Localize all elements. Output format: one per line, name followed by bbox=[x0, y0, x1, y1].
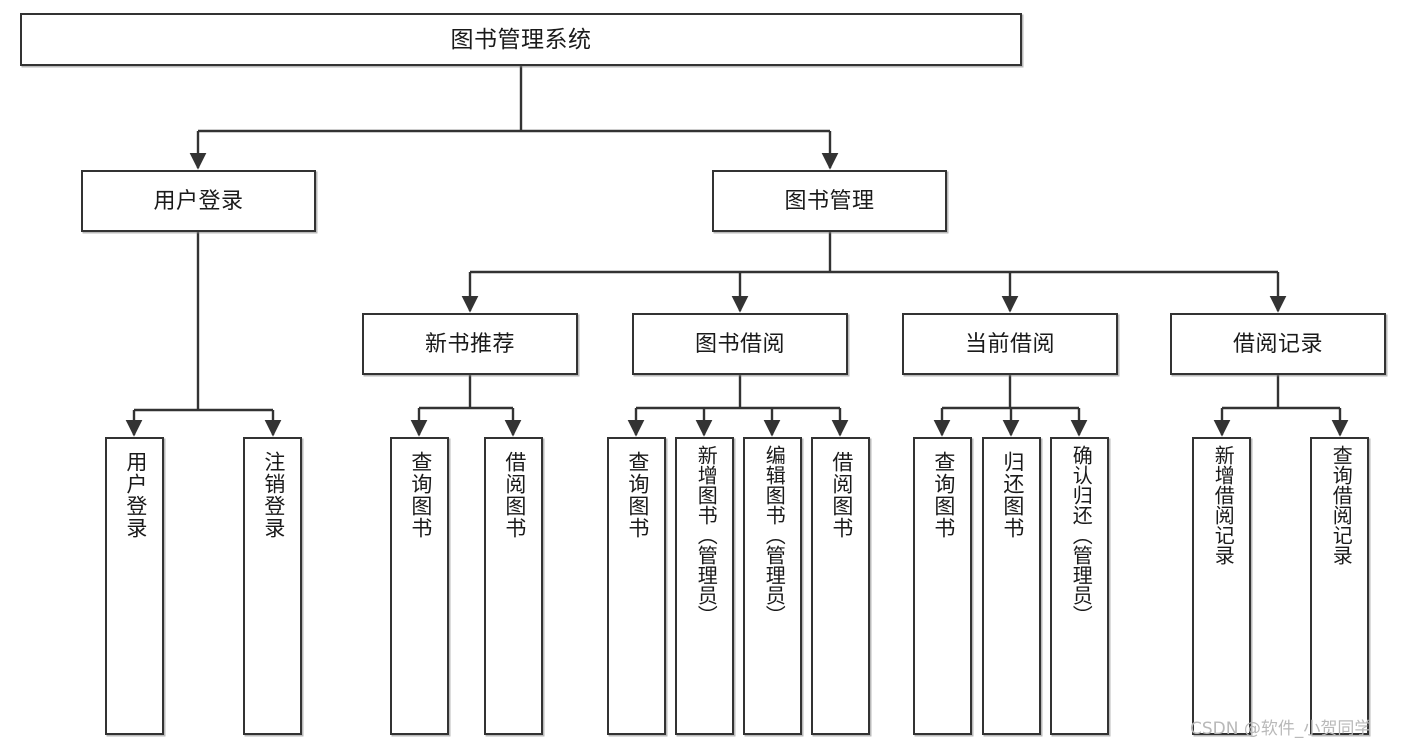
node-leaf-borrow-book[interactable]: 借阅图书 bbox=[811, 437, 870, 735]
node-label: 用户登录 bbox=[153, 188, 244, 214]
node-user-login[interactable]: 用户登录 bbox=[81, 170, 316, 232]
node-book-borrow[interactable]: 图书借阅 bbox=[632, 313, 848, 375]
node-label: 当前借阅 bbox=[964, 331, 1055, 357]
node-root-system[interactable]: 图书管理系统 bbox=[20, 13, 1022, 66]
node-label: 查询借阅记录 bbox=[1329, 445, 1352, 565]
csdn-watermark: CSDN @软件_小贺同学 bbox=[1190, 719, 1372, 739]
node-label: 图书管理 bbox=[784, 188, 875, 214]
node-label: 编辑图书（管理员） bbox=[762, 445, 785, 625]
node-label: 图书管理系统 bbox=[450, 25, 592, 52]
node-label: 用户登录 bbox=[123, 451, 147, 539]
node-label: 借阅记录 bbox=[1232, 331, 1323, 357]
node-leaf-query-book-borrow[interactable]: 查询图书 bbox=[607, 437, 666, 735]
node-label: 新增图书（管理员） bbox=[694, 445, 717, 625]
node-label: 查询图书 bbox=[408, 451, 432, 539]
node-leaf-user-logout[interactable]: 注销登录 bbox=[243, 437, 302, 735]
node-label: 新增借阅记录 bbox=[1211, 445, 1234, 565]
node-leaf-add-book[interactable]: 新增图书（管理员） bbox=[675, 437, 734, 735]
node-new-book-recommend[interactable]: 新书推荐 bbox=[362, 313, 578, 375]
node-leaf-return-book[interactable]: 归还图书 bbox=[982, 437, 1041, 735]
node-book-management[interactable]: 图书管理 bbox=[712, 170, 947, 232]
node-leaf-edit-book[interactable]: 编辑图书（管理员） bbox=[743, 437, 802, 735]
node-leaf-add-borrow-record[interactable]: 新增借阅记录 bbox=[1192, 437, 1251, 735]
node-label: 查询图书 bbox=[931, 451, 955, 539]
node-label: 查询图书 bbox=[625, 451, 649, 539]
node-label: 借阅图书 bbox=[502, 451, 526, 539]
node-label: 新书推荐 bbox=[424, 331, 515, 357]
node-leaf-borrow-book-recommend[interactable]: 借阅图书 bbox=[484, 437, 543, 735]
node-label: 注销登录 bbox=[261, 451, 285, 539]
node-leaf-user-login[interactable]: 用户登录 bbox=[105, 437, 164, 735]
node-leaf-confirm-return[interactable]: 确认归还（管理员） bbox=[1050, 437, 1109, 735]
node-label: 图书借阅 bbox=[694, 331, 785, 357]
node-label: 借阅图书 bbox=[829, 451, 853, 539]
node-label: 确认归还（管理员） bbox=[1069, 445, 1092, 625]
node-leaf-query-book-recommend[interactable]: 查询图书 bbox=[390, 437, 449, 735]
node-leaf-query-borrow-record[interactable]: 查询借阅记录 bbox=[1310, 437, 1369, 735]
node-borrow-record[interactable]: 借阅记录 bbox=[1170, 313, 1386, 375]
node-leaf-query-book-current[interactable]: 查询图书 bbox=[913, 437, 972, 735]
node-current-borrow[interactable]: 当前借阅 bbox=[902, 313, 1118, 375]
node-label: 归还图书 bbox=[1000, 451, 1024, 539]
